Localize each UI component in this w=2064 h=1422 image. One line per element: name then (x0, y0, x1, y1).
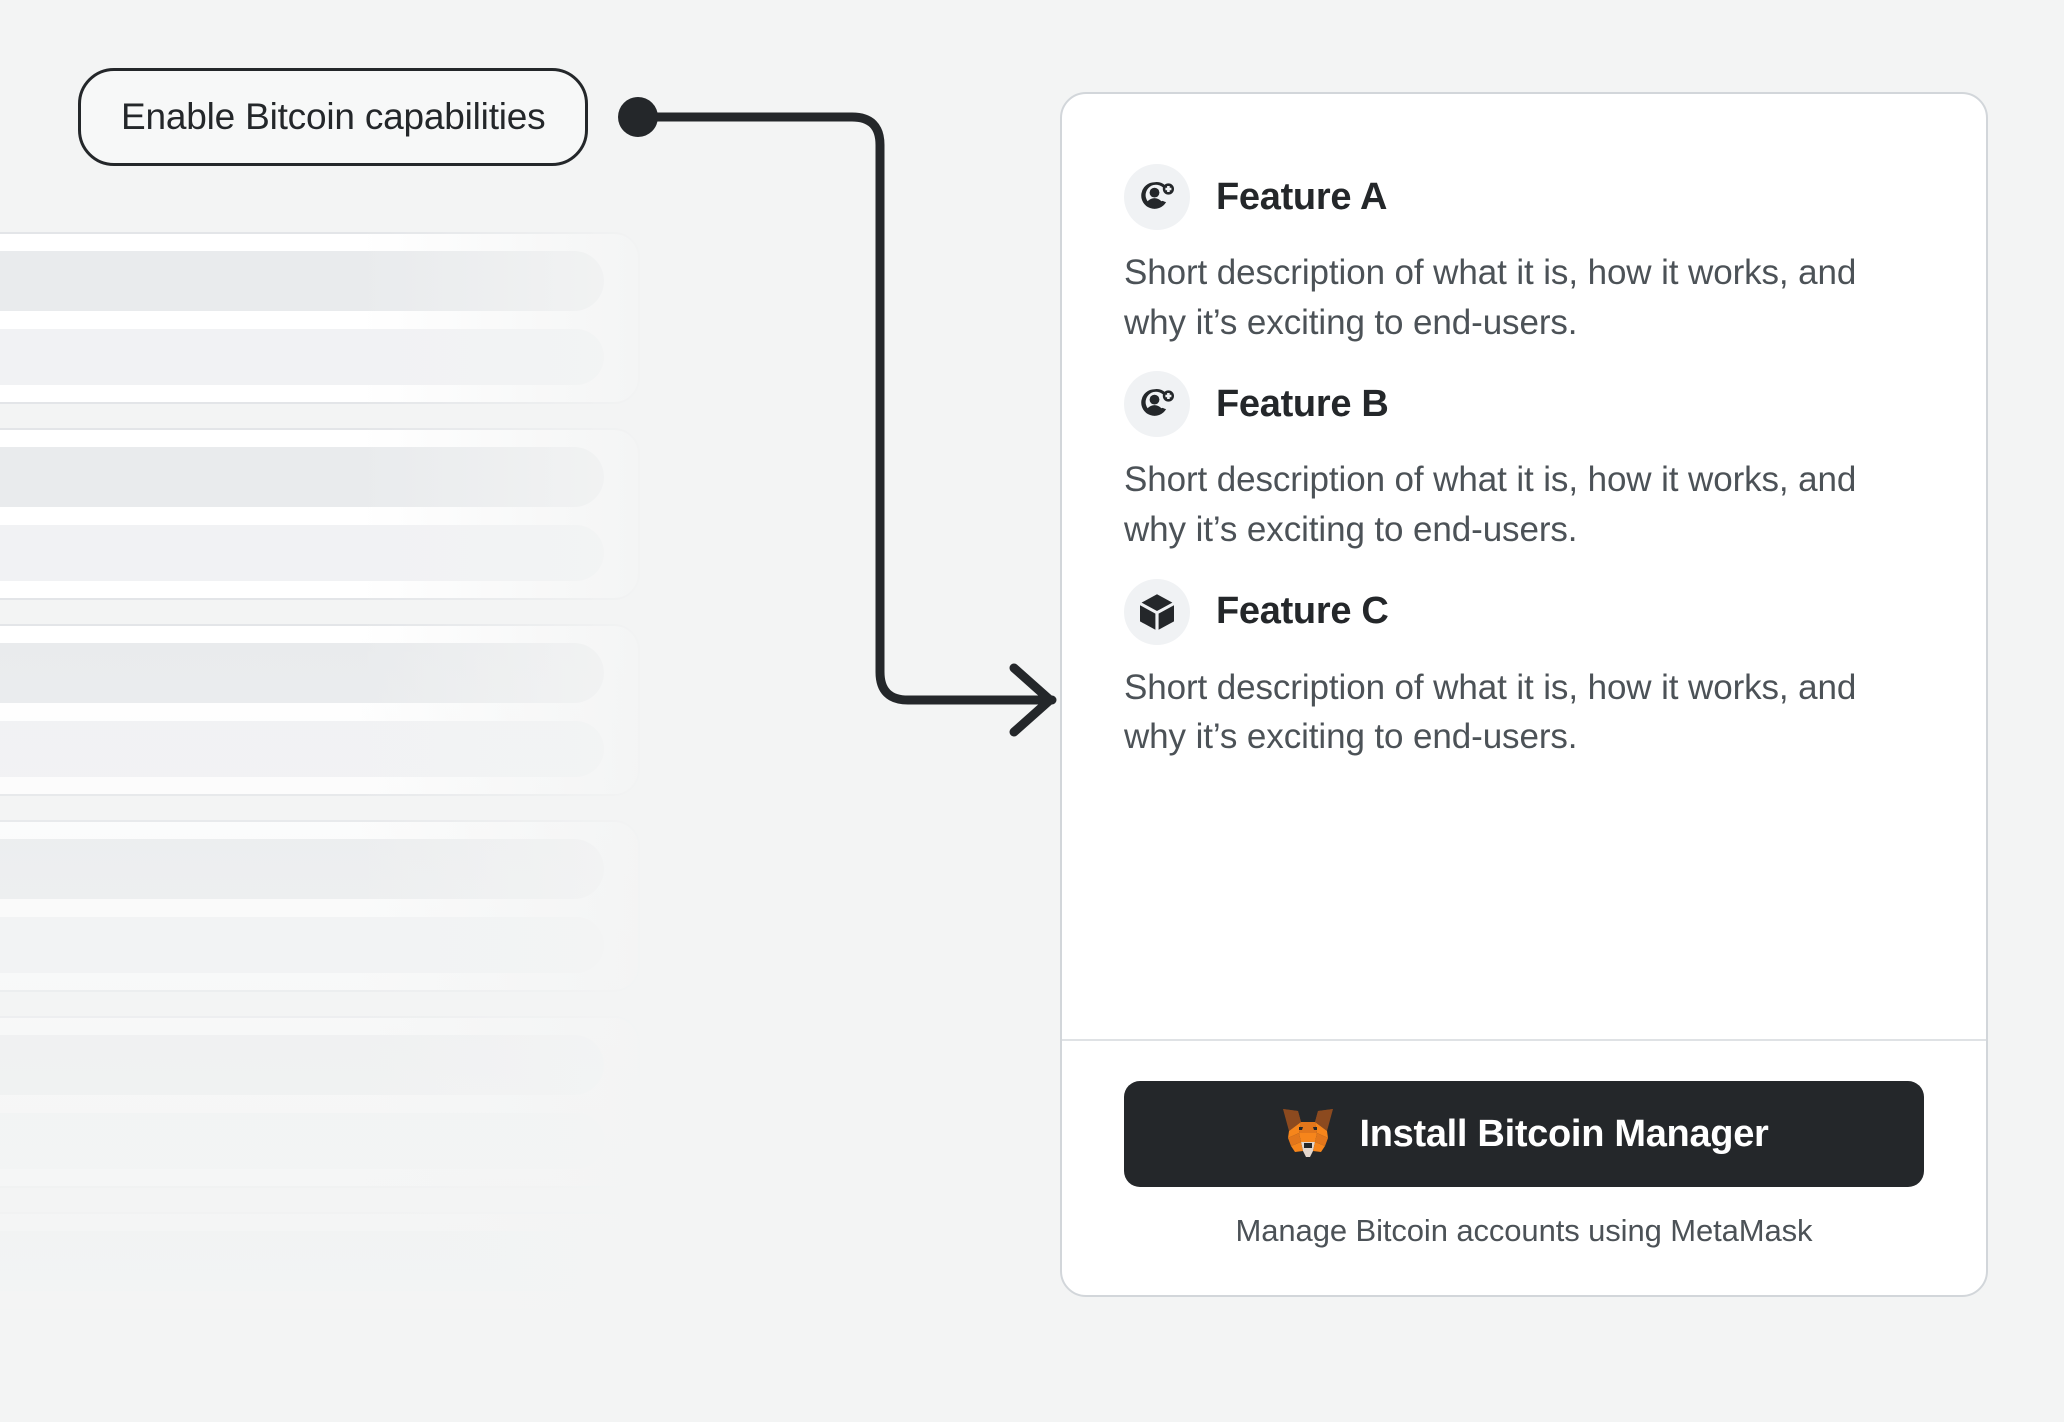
skeleton-bar-secondary (0, 1113, 604, 1169)
skeleton-card (0, 1016, 640, 1188)
install-button-label: Install Bitcoin Manager (1359, 1112, 1769, 1155)
feature-item: Feature B Short description of what it i… (1124, 371, 1924, 554)
feature-title: Feature C (1216, 590, 1389, 633)
skeleton-bar-primary (0, 447, 604, 507)
metamask-fox-icon (1279, 1106, 1337, 1163)
card-divider (1062, 1039, 1986, 1041)
skeleton-bar-primary (0, 643, 604, 703)
cube-icon (1124, 578, 1190, 645)
skeleton-bar-secondary (0, 329, 604, 385)
annotation-callout: Enable Bitcoin capabilities (78, 68, 589, 166)
skeleton-bar-primary (0, 1035, 604, 1095)
feature-description: Short description of what it is, how it … (1124, 460, 1857, 550)
skeleton-list (0, 232, 640, 1412)
annotation-label: Enable Bitcoin capabilities (121, 96, 546, 137)
footer-caption: Manage Bitcoin accounts using MetaMask (1235, 1213, 1813, 1248)
skeleton-bar-secondary (0, 1309, 604, 1365)
skeleton-bar-primary (0, 839, 604, 899)
feature-header: Feature B (1124, 371, 1924, 438)
feature-item: Feature A Short description of what it i… (1124, 164, 1924, 347)
skeleton-card (0, 624, 640, 796)
card-footer: Install Bitcoin Manager Manage Bitcoin a… (1062, 1041, 1986, 1295)
connector-dot-icon (618, 97, 658, 137)
skeleton-bar-primary (0, 251, 604, 311)
skeleton-card (0, 1212, 640, 1384)
connector-path (635, 112, 1057, 705)
add-account-icon (1124, 371, 1190, 438)
arrow-head-icon (1009, 663, 1055, 737)
feature-item: Feature C Short description of what it i… (1124, 578, 1924, 762)
skeleton-bar-secondary (0, 721, 604, 777)
feature-description: Short description of what it is, how it … (1124, 667, 1857, 757)
feature-header: Feature C (1124, 578, 1924, 645)
feature-header: Feature A (1124, 164, 1924, 230)
skeleton-bar-secondary (0, 917, 604, 973)
skeleton-bar-secondary (0, 525, 604, 581)
skeleton-card (0, 428, 640, 600)
feature-card: Feature A Short description of what it i… (1060, 92, 1988, 1297)
feature-list: Feature A Short description of what it i… (1062, 94, 1986, 989)
skeleton-bar-primary (0, 1231, 604, 1291)
skeleton-card (0, 232, 640, 404)
install-bitcoin-manager-button[interactable]: Install Bitcoin Manager (1124, 1081, 1924, 1187)
feature-title: Feature B (1216, 382, 1389, 425)
feature-description: Short description of what it is, how it … (1124, 253, 1857, 342)
feature-title: Feature A (1216, 175, 1388, 218)
add-account-icon (1124, 164, 1190, 230)
skeleton-card (0, 820, 640, 992)
